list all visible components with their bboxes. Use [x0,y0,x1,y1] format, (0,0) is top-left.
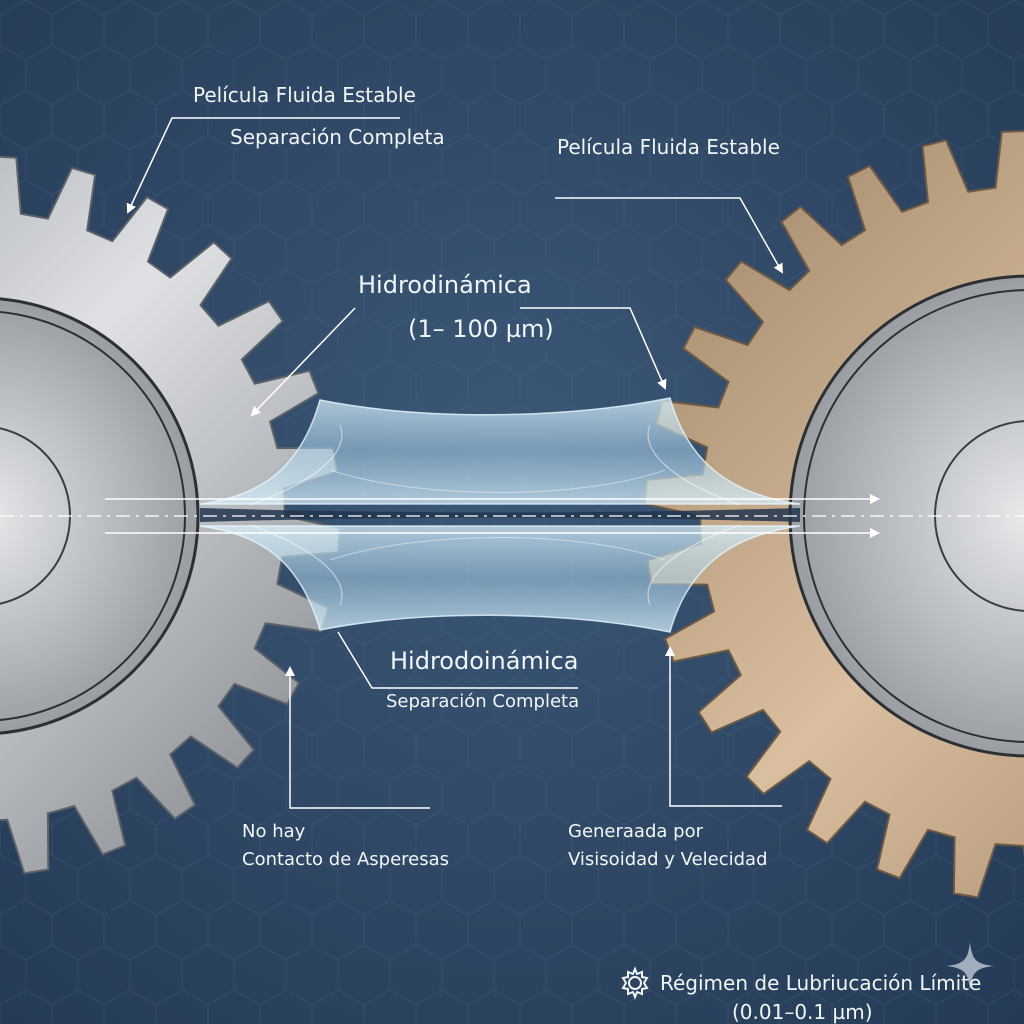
lower-subtitle: Separación Completa [386,691,580,712]
leader-left-note [285,666,430,809]
regime-footer: Régimen de Lubriucación Límite (0.01–0.1… [618,966,981,1024]
fluid-film [199,397,801,633]
gear-icon [621,966,649,1000]
leader-lines [126,117,783,809]
leader-right-note [665,646,782,807]
center-title: Hidrodinámica [358,271,532,299]
lower-title: Hidrodoinámica [390,647,579,675]
center-range: (1– 100 µm) [408,315,554,343]
top-right-title: Película Fluida Estable [557,135,780,159]
left-note-line1: No hay [242,821,306,842]
leader-lower [337,631,578,689]
top-left-subtitle: Separación Completa [230,125,445,149]
sparkle-icon [946,942,994,990]
left-note-line2: Contacto de Asperesas [242,849,450,870]
right-note-line1: Generaada por [568,821,703,842]
leader-center-left [250,307,356,417]
leader-top-left [126,117,400,214]
regime-title: Régimen de Lubriucación Límite [660,971,982,995]
leader-center-right [520,307,667,390]
leader-top-right [555,197,783,274]
flow-lines [0,494,1024,538]
top-left-title: Película Fluida Estable [193,83,416,107]
regime-range: (0.01–0.1 µm) [732,1000,873,1024]
right-note-line2: Visisoidad y Velecidad [568,849,768,870]
